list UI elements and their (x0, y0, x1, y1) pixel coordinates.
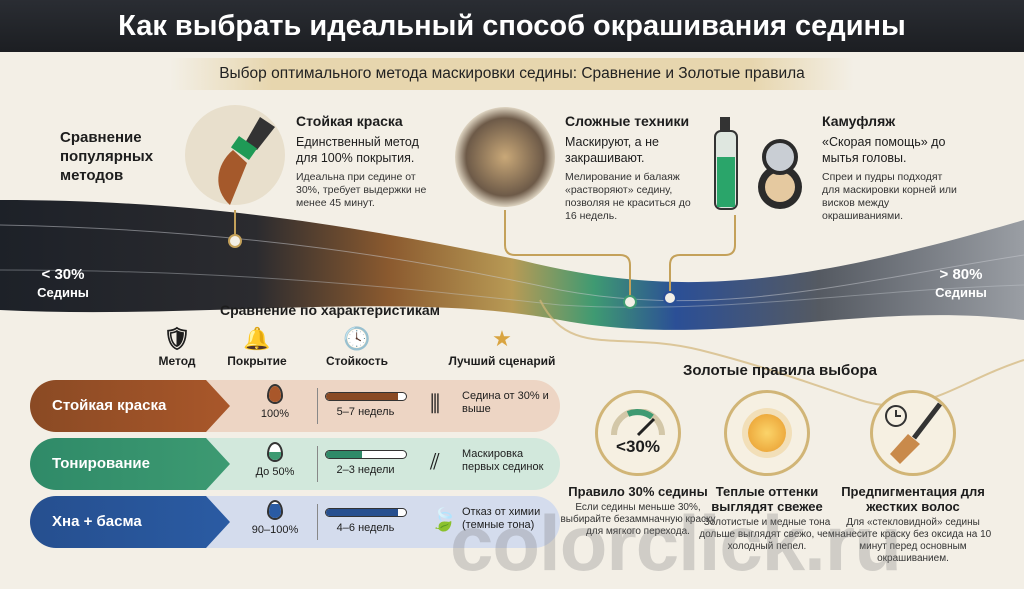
scale-left: < 30% Седины (28, 266, 98, 302)
durability-cell: 5–7 недель (318, 392, 413, 418)
column-label: Метод (158, 354, 196, 368)
method-card-permanent-dye: Стойкая краска Единственный метод для 10… (296, 113, 436, 210)
method-label: Стойкая краска (30, 380, 230, 432)
method-card-complex-techniques: Сложные техники Маскируют, а не закрашив… (565, 113, 695, 223)
scale-right: > 80% Седины (926, 266, 996, 302)
rule-desc: Если седины меньше 30%, выбирайте безамм… (560, 502, 716, 537)
drop-icon (267, 442, 283, 462)
best-scenario-text: Маскировка первых сединок (462, 448, 544, 473)
row-background (180, 380, 560, 432)
hair-strands-icon (455, 107, 555, 207)
coverage-value: 100% (260, 408, 290, 420)
scale-right-label: Седины (935, 285, 987, 300)
page-title: Как выбрать идеальный способ окрашивания… (0, 0, 1024, 52)
golden-rules-title: Золотые правила выбора (683, 362, 877, 379)
divider (317, 504, 318, 540)
rule-title: Теплые оттенки выглядят свежее (711, 484, 823, 514)
rule-card: <30% Правило 30% седины Если седины мень… (558, 390, 718, 538)
method-card-camouflage: Камуфляж «Скорая помощь» до мытья головы… (822, 113, 962, 223)
drop-icon (267, 500, 283, 520)
row-background (180, 496, 560, 548)
method-title: Камуфляж (822, 113, 896, 129)
method-lead: Единственный метод для 100% покрытия. (296, 135, 419, 165)
best-scenario-cell: ⫼ Седина от 30% и выше (430, 390, 552, 416)
coverage-cell: До 50% (240, 442, 310, 478)
star-icon: ★ (492, 326, 512, 351)
column-label: Покрытие (227, 354, 287, 368)
comparison-row: Тонирование До 50% 2–3 недели ⫽ Маскировк… (30, 438, 560, 490)
scale-left-label: Седины (37, 285, 89, 300)
dense-hair-icon: ⫼ (430, 390, 441, 416)
rule-card: Предпигментация для жестких волос Для «с… (833, 390, 993, 565)
method-desc: Мелирование и балаяж «растворяют» седину… (565, 171, 691, 222)
column-label: Стойкость (325, 354, 389, 368)
coverage-value: До 50% (255, 466, 295, 478)
sun-icon (724, 390, 810, 476)
page-subtitle: Выбор оптимального метода маскировки сед… (170, 58, 854, 90)
drop-icon (267, 384, 283, 404)
method-title: Стойкая краска (296, 113, 403, 129)
spray-and-powder-icon (705, 112, 805, 212)
clock-icon: 🕓 (343, 326, 371, 351)
durability-cell: 4–6 недель (318, 508, 413, 534)
method-lead: «Скорая помощь» до мытья головы. (822, 135, 946, 165)
durability-bar (324, 508, 407, 517)
best-scenario-text: Отказ от химии (темные тона) (462, 506, 541, 531)
comparison-row: Стойкая краска 100% 5–7 недель ⫼ Седина о… (30, 380, 560, 432)
divider (317, 446, 318, 482)
shield-icon: 🛡 (163, 326, 191, 351)
coverage-value: 90–100% (251, 524, 299, 536)
rule-title: Предпигментация для жестких волос (841, 484, 985, 514)
scale-left-value: < 30% (41, 266, 85, 283)
column-label: Лучший сценарий (448, 354, 556, 368)
best-scenario-text: Седина от 30% и выше (462, 390, 549, 415)
gauge-icon: <30% (595, 390, 681, 476)
durability-value: 5–7 недель (336, 406, 395, 418)
best-scenario-cell: 🍃Отказ от химии (темные тона) (430, 506, 552, 532)
coverage-cell: 90–100% (240, 500, 310, 536)
scale-right-value: > 80% (939, 266, 983, 283)
leaf-icon: 🍃 (430, 506, 458, 532)
durability-value: 2–3 недели (336, 464, 395, 476)
best-scenario-cell: ⫽ Маскировка первых сединок (430, 448, 552, 474)
row-background (180, 438, 560, 490)
method-label: Тонирование (30, 438, 230, 490)
brush-clock-icon (870, 390, 956, 476)
hair-dye-brush-icon (185, 105, 285, 205)
column-coverage: 🔔 Покрытие (202, 326, 312, 368)
rule-desc: Золотистые и медные тона дольше выглядят… (699, 517, 835, 552)
method-lead: Маскируют, а не закрашивают. (565, 135, 659, 165)
coverage-cell: 100% (240, 384, 310, 420)
rule-title: Правило 30% седины (568, 484, 708, 499)
sparse-hair-icon: ⫽ (430, 448, 440, 474)
durability-bar (324, 450, 407, 459)
method-title: Сложные техники (565, 113, 690, 129)
comparison-row: Хна + басма 90–100% 4–6 недель 🍃Отказ от… (30, 496, 560, 548)
comparison-title: Сравнение по характеристикам (219, 302, 441, 318)
column-durability: 🕓 Стойкость (302, 326, 412, 368)
rule-badge: <30% (616, 437, 660, 456)
divider (317, 388, 318, 424)
watermark: colorclick.ru (450, 499, 902, 587)
rule-desc: Для «стекловидной» седины нанесите краск… (834, 517, 992, 564)
durability-value: 4–6 недель (336, 522, 395, 534)
column-method: 🛡 Метод (122, 326, 232, 368)
method-desc: Спреи и пудры подходят для маскировки ко… (822, 171, 957, 222)
column-best-scenario: ★ Лучший сценарий (432, 326, 572, 368)
rule-card: Теплые оттенки выглядят свежее Золотисты… (687, 390, 847, 553)
durability-bar (324, 392, 407, 401)
durability-cell: 2–3 недели (318, 450, 413, 476)
hair-wave-illustration (0, 200, 1024, 407)
method-desc: Идеальна при седине от 30%, требует выде… (296, 171, 427, 209)
cloche-icon: 🔔 (243, 326, 271, 351)
method-label: Хна + басма (30, 496, 230, 548)
section-popular-methods: Сравнение популярных методов (60, 129, 154, 184)
comparison-header: 🛡 Метод 🔔 Покрытие 🕓 Стойкость ★ Лучший сцен… (122, 326, 562, 376)
